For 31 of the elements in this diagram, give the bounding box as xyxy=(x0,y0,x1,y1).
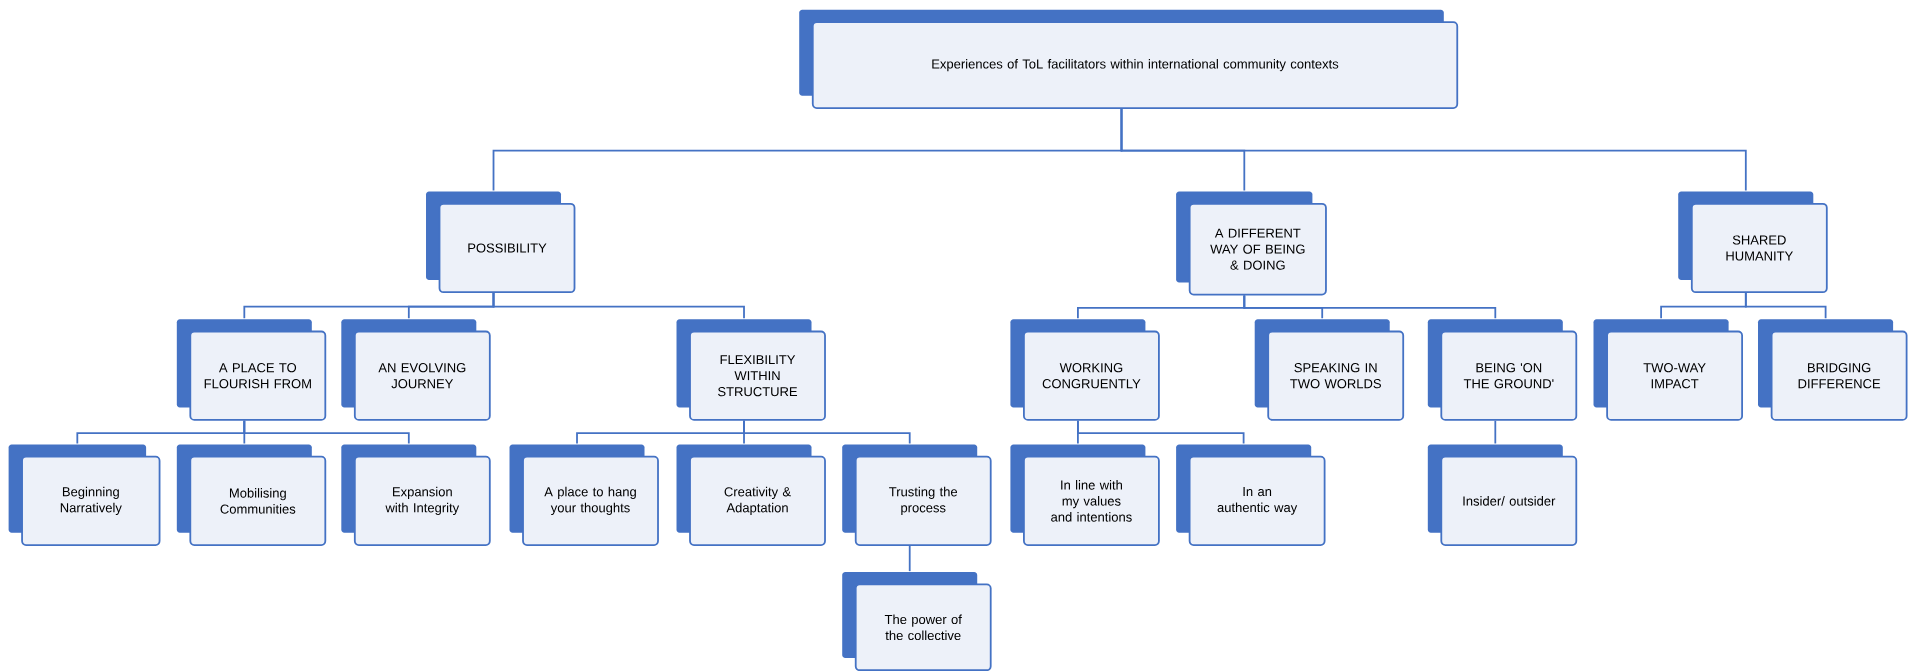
box: AN EVOLVING JOURNEY xyxy=(341,319,491,421)
box: Beginning Narratively xyxy=(8,444,161,546)
box: Experiences of ToL facilitators within international community contexts xyxy=(799,9,1459,109)
box: TWO-WAY IMPACT xyxy=(1593,319,1743,421)
box: Mobilising Communities xyxy=(176,444,327,546)
connector xyxy=(1120,108,1747,192)
connector xyxy=(492,292,745,320)
box: Expansion with Integrity xyxy=(341,444,491,546)
box: BRIDGING DIFFERENCE xyxy=(1758,319,1908,421)
box: Insider/ outsider xyxy=(1427,444,1578,546)
box: A DIFFERENT WAY OF BEING & DOING xyxy=(1176,191,1327,296)
box: Creativity & Adaptation xyxy=(676,444,826,546)
box: SHARED HUMANITY xyxy=(1678,191,1828,294)
box: WORKING CONGRUENTLY xyxy=(1010,319,1160,421)
connector xyxy=(1744,292,1827,320)
box: In line with my values and intentions xyxy=(1010,444,1160,546)
connector xyxy=(1243,294,1497,320)
box: FLEXIBILITY WITHIN STRUCTURE xyxy=(676,319,826,421)
box: Trusting the process xyxy=(842,444,992,546)
box: In an authentic way xyxy=(1176,444,1326,546)
box: The power of the collective xyxy=(842,572,992,671)
box: POSSIBILITY xyxy=(426,191,576,294)
box: A place to hang your thoughts xyxy=(509,444,659,546)
connector xyxy=(908,545,911,573)
connector xyxy=(743,419,911,445)
connector xyxy=(243,419,410,445)
connector xyxy=(1494,419,1497,445)
connector xyxy=(1077,419,1245,445)
box: A PLACE TO FLOURISH FROM xyxy=(176,319,327,421)
box: BEING 'ON THE GROUND' xyxy=(1427,319,1578,421)
box: SPEAKING IN TWO WORLDS xyxy=(1254,319,1405,421)
